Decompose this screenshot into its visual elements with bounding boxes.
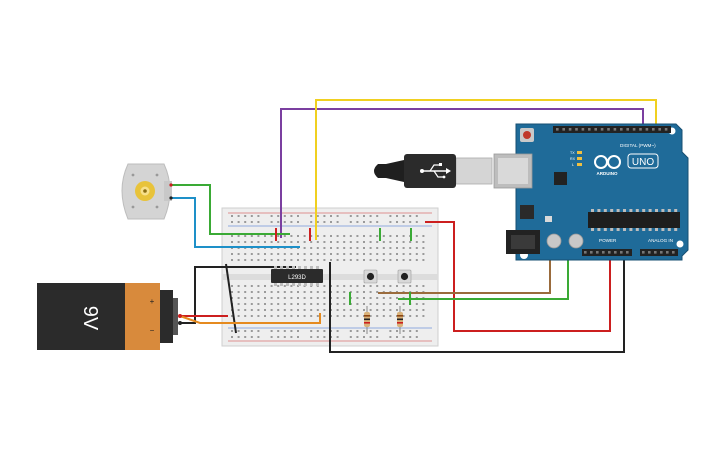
- led-label-rx: RX: [570, 157, 576, 161]
- usb-cable[interactable]: [374, 154, 493, 188]
- analog-header-label: ANALOG IN: [648, 238, 673, 243]
- usb-port[interactable]: [493, 153, 533, 189]
- breadboard-holes: [231, 215, 425, 338]
- regulator: [520, 205, 534, 219]
- wire-black-battery[interactable]: [180, 266, 296, 324]
- uno-badge: UNO: [627, 153, 659, 169]
- arduino-uno-board[interactable]: DIGITAL (PWM~) ARDUINO UNO TX RX L: [493, 123, 689, 261]
- l293d-chip[interactable]: L293D: [271, 266, 323, 286]
- capacitor-1: [546, 233, 562, 249]
- wire-purple[interactable]: [280, 108, 644, 238]
- power-pin-header[interactable]: [582, 249, 632, 256]
- wire-orange-battery[interactable]: [179, 313, 321, 324]
- wire-green-motor[interactable]: [172, 184, 290, 235]
- led-label-l: L: [572, 163, 574, 167]
- power-jack[interactable]: [506, 230, 540, 254]
- resistor-1[interactable]: [364, 306, 370, 334]
- battery-plus-label: +: [150, 297, 155, 306]
- wire-red-power[interactable]: [425, 221, 611, 332]
- push-button-2[interactable]: [397, 269, 412, 284]
- battery-label: 9V: [79, 306, 101, 331]
- wire-blue-motor[interactable]: [172, 197, 300, 248]
- usb-symbol-icon: [420, 163, 451, 179]
- led-label-tx: TX: [570, 151, 575, 155]
- push-button-1[interactable]: [363, 269, 378, 284]
- chip-label: L293D: [288, 275, 306, 281]
- reset-button[interactable]: [520, 128, 534, 142]
- battery-minus-label: −: [150, 326, 155, 335]
- capacitor-2: [568, 233, 584, 249]
- arduino-logo-text: ARDUINO: [597, 171, 618, 176]
- usb-chip: [554, 172, 567, 185]
- analog-pin-header[interactable]: [640, 249, 678, 256]
- resistor-2[interactable]: [397, 306, 403, 334]
- battery-9v[interactable]: 9V + −: [37, 283, 182, 350]
- wire-yellow[interactable]: [315, 99, 657, 240]
- uno-label: UNO: [632, 157, 654, 168]
- digital-header-label: DIGITAL (PWM~): [620, 143, 656, 148]
- wire-black-gnd[interactable]: [329, 253, 625, 353]
- power-header-label: POWER: [599, 238, 617, 243]
- digital-pin-header[interactable]: [553, 126, 671, 133]
- wire-black-short[interactable]: [225, 263, 237, 334]
- atmega-chip: [588, 209, 680, 231]
- dc-motor[interactable]: [121, 163, 173, 220]
- arduino-logo: ARDUINO: [594, 155, 621, 176]
